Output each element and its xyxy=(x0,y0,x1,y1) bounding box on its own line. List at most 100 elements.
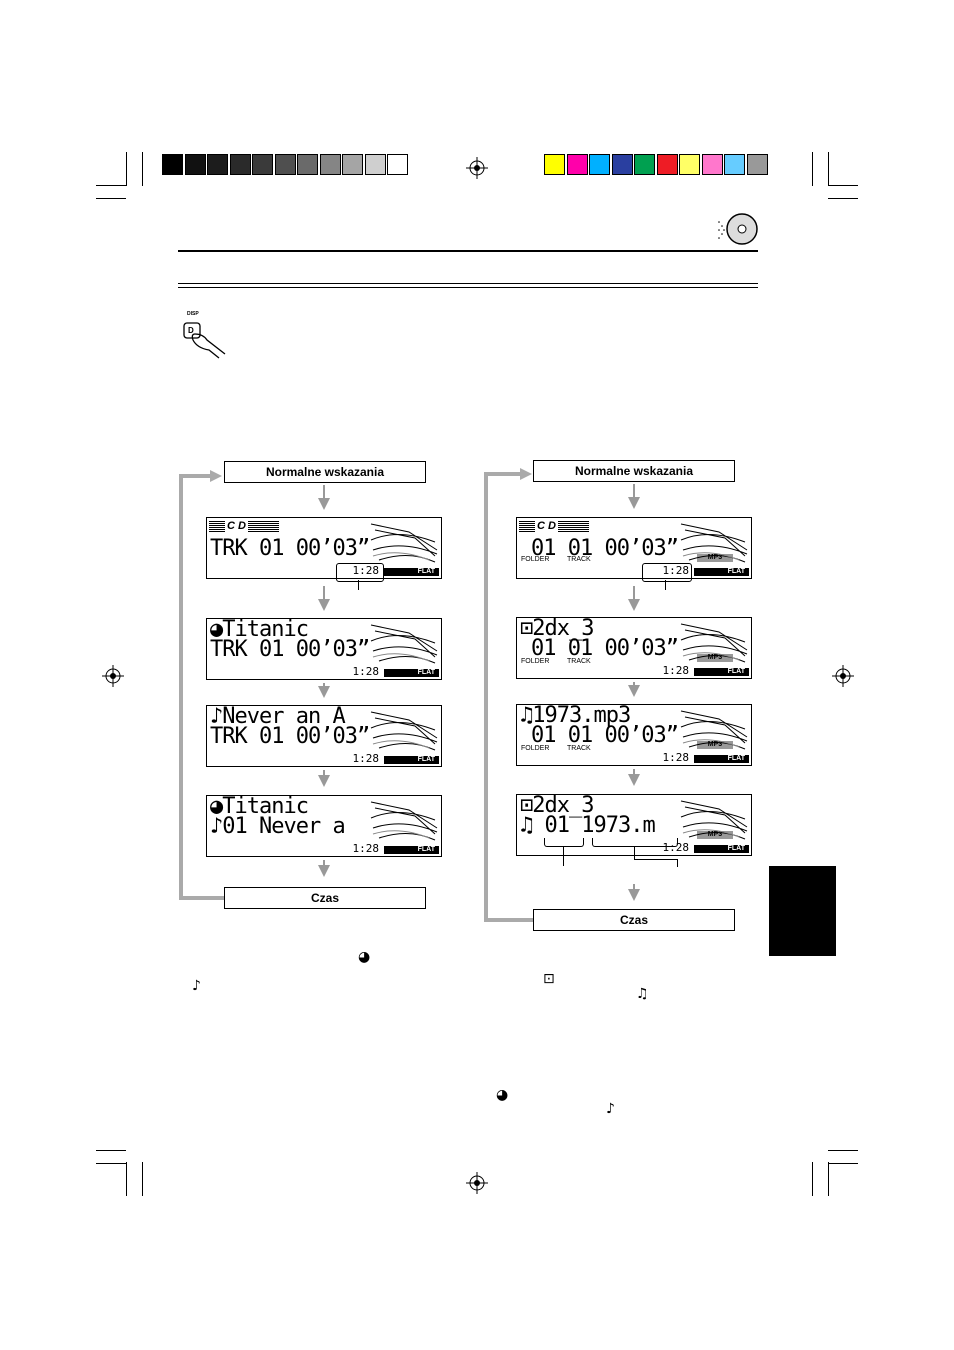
crop-mark xyxy=(96,1150,126,1151)
crop-mark xyxy=(812,152,813,186)
color-swatch xyxy=(679,154,700,175)
time-callout-bracket xyxy=(642,563,692,582)
spectrum-graphic-icon xyxy=(370,523,438,563)
folder-label: FOLDER xyxy=(521,556,550,563)
spectrum-graphic-icon xyxy=(680,800,748,840)
lcd-screen-right-1: C D 01 01 00’03” FOLDER TRACK MP3 1:28 F… xyxy=(516,517,752,579)
spectrum-graphic-icon xyxy=(370,801,438,841)
gray-swatch xyxy=(252,154,273,175)
track-label: TRACK xyxy=(567,745,591,752)
left-time-label: Czas xyxy=(224,887,426,909)
crop-mark xyxy=(828,1150,858,1151)
color-swatch xyxy=(566,154,588,175)
down-arrow-icon xyxy=(628,685,640,697)
down-arrow-icon xyxy=(628,774,640,786)
cd-disc-icon xyxy=(718,213,758,245)
down-arrow-icon xyxy=(628,497,640,509)
lcd-flat-indicator: FLAT xyxy=(384,669,439,677)
time-callout-bracket xyxy=(336,563,384,582)
crop-mark xyxy=(828,1162,829,1196)
lcd-flat-indicator: FLAT xyxy=(384,568,439,576)
crop-mark xyxy=(96,198,126,199)
cd-logo-icon: C D xyxy=(519,520,589,532)
mp3-indicator: MP3 xyxy=(697,741,733,749)
crop-mark xyxy=(142,1162,143,1196)
gray-swatch xyxy=(297,154,318,175)
disp-button-icon xyxy=(183,322,226,359)
lcd-line-2: 01 01 00’03” xyxy=(531,536,679,561)
lcd-line-1: ⊡2dx_3 xyxy=(520,794,594,818)
lcd-line-2: ♫ 01 1973.m xyxy=(520,813,656,838)
crop-mark xyxy=(142,152,143,186)
section-rule xyxy=(178,287,758,288)
gray-swatch xyxy=(364,154,386,175)
spectrum-graphic-icon xyxy=(680,710,748,750)
folder-icon: ⊡ xyxy=(520,794,533,818)
flow-arrow-stem xyxy=(323,860,325,866)
flow-arrow-stem xyxy=(633,586,635,600)
flow-arrow-stem xyxy=(323,770,325,776)
flow-arrow-stem xyxy=(633,682,635,686)
gray-swatch xyxy=(184,154,206,175)
lcd-screen-left-4: ◕Titanic ♪01 Never a 1:28 FLAT xyxy=(206,795,442,857)
header-rule xyxy=(178,250,758,252)
right-loop-rail xyxy=(484,474,488,922)
lcd-time: 1:28 xyxy=(352,665,380,678)
callout-leader xyxy=(634,859,678,860)
flow-arrow-stem xyxy=(633,884,635,890)
left-loop-rail xyxy=(179,476,183,900)
color-swatch xyxy=(589,154,610,175)
gray-swatch xyxy=(319,154,341,175)
gray-swatch xyxy=(162,154,183,175)
lcd-time: 1:28 xyxy=(352,752,380,765)
crop-mark xyxy=(828,152,829,186)
lcd-time: 1:28 xyxy=(662,564,690,577)
spectrum-graphic-icon xyxy=(680,623,748,663)
crop-mark xyxy=(126,1162,127,1196)
gray-swatch xyxy=(274,154,296,175)
callout-leader xyxy=(358,580,359,590)
lcd-line-2: TRK 01 00’03” xyxy=(210,724,370,749)
registration-target-icon xyxy=(466,157,488,179)
callout-leader xyxy=(563,846,564,866)
lcd-line-2: TRK 01 00’03” xyxy=(210,637,370,662)
crop-mark xyxy=(96,185,126,186)
mp3-indicator: MP3 xyxy=(697,554,733,562)
left-loop-arrowhead-icon xyxy=(210,470,222,482)
gray-swatch xyxy=(387,154,408,175)
section-rule xyxy=(178,283,758,284)
lcd-time: 1:28 xyxy=(662,841,690,854)
right-loop-rail xyxy=(484,472,522,476)
color-swatch xyxy=(656,154,678,175)
lcd-flat-indicator: FLAT xyxy=(694,668,749,676)
disc-title-icon: ◕ xyxy=(496,1087,509,1103)
music-note-icon: ♪ xyxy=(210,814,223,839)
mp3-indicator: MP3 xyxy=(697,831,733,839)
callout-leader xyxy=(665,580,666,590)
lcd-line-2: TRK 01 00’03” xyxy=(210,536,370,561)
lcd-screen-left-3: ♪Never an A TRK 01 00’03” 1:28 FLAT xyxy=(206,705,442,767)
lcd-flat-indicator: FLAT xyxy=(694,845,749,853)
color-swatch xyxy=(746,154,768,175)
lcd-line-1: ♫1973.mp3 xyxy=(520,704,631,728)
filename-bracket xyxy=(592,838,678,847)
crop-mark xyxy=(828,198,858,199)
flow-arrow-stem xyxy=(323,586,325,600)
folder-icon: ⊡ xyxy=(520,617,533,641)
section-tab xyxy=(769,866,836,956)
lcd-line-2: 01 01 00’03” xyxy=(531,636,679,661)
flow-arrow-stem xyxy=(633,484,635,498)
down-arrow-icon xyxy=(318,599,330,611)
left-normal-display-label: Normalne wskazania xyxy=(224,461,426,483)
lcd-time: 1:28 xyxy=(662,664,690,677)
color-swatch xyxy=(724,154,745,175)
callout-leader xyxy=(677,859,678,867)
down-arrow-icon xyxy=(318,686,330,698)
gray-swatch xyxy=(342,154,363,175)
right-loop-arrowhead-icon xyxy=(520,468,532,480)
file-icon: ♫ xyxy=(636,986,649,1002)
folder-icon: ⊡ xyxy=(543,971,555,987)
lcd-line-1: ♪Never an A xyxy=(210,705,346,729)
flow-arrow-stem xyxy=(633,769,635,775)
lcd-line-2: 01 01 00’03” xyxy=(531,723,679,748)
